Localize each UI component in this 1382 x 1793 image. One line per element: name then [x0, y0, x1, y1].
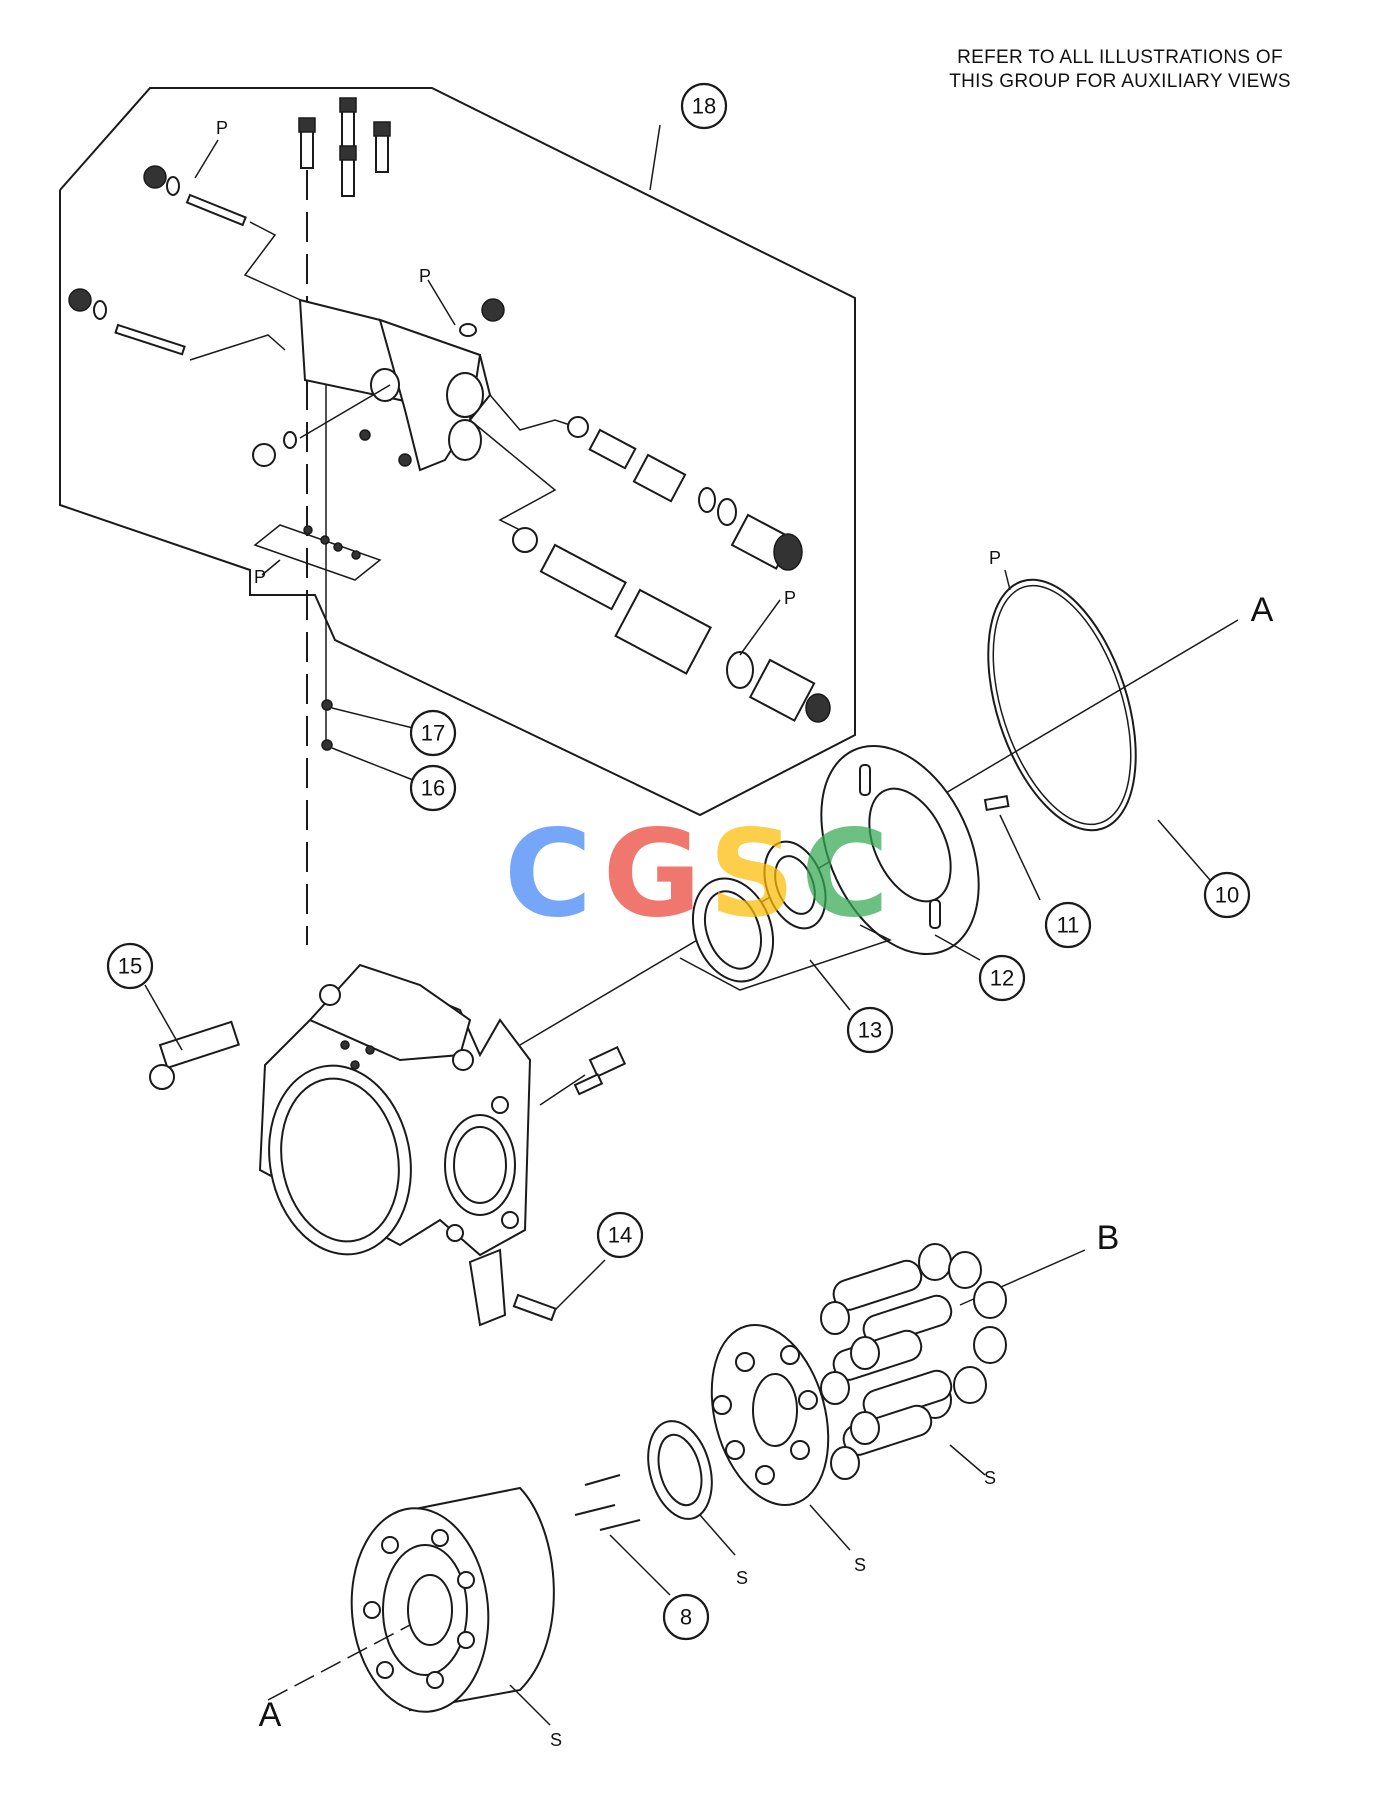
lower-spool-assembly	[469, 419, 831, 723]
retainer-plate	[710, 1324, 830, 1506]
leader-13	[809, 959, 851, 1011]
callout-13: 13	[846, 1006, 894, 1054]
upper-spool-assembly	[489, 394, 803, 571]
callout-18: 18	[680, 82, 728, 130]
svg-text:14: 14	[608, 1223, 632, 1248]
letter-s-1: S	[984, 1468, 996, 1488]
letter-p-1: P	[216, 118, 228, 138]
part-16	[321, 739, 333, 751]
cylinder-barrel	[350, 1486, 555, 1713]
letter-s-4: S	[550, 1730, 562, 1750]
letter-p-4: P	[784, 588, 796, 608]
callout-14: 14	[596, 1211, 644, 1259]
o-ring-p	[459, 323, 477, 337]
top-right-plug	[481, 298, 505, 322]
callout-11: 11	[1044, 901, 1092, 949]
bearing-box	[679, 924, 892, 991]
left-plug-assemblies	[68, 165, 306, 361]
leader-pistons	[949, 1444, 986, 1476]
note-line-1: REFER TO ALL ILLUSTRATIONS OF	[957, 47, 1283, 68]
auxiliary-views-note: REFER TO ALL ILLUSTRATIONS OF THIS GROUP…	[900, 46, 1340, 94]
pin-11	[983, 795, 1010, 812]
valve-body	[298, 298, 492, 472]
lower-left-plug	[252, 443, 276, 467]
gasket-plate	[253, 524, 382, 581]
svg-text:17: 17	[421, 721, 445, 746]
letter-s-2: S	[854, 1555, 866, 1575]
svg-text:11: 11	[1057, 913, 1080, 938]
callout-15: 15	[106, 942, 154, 990]
letter-s-3: S	[736, 1568, 748, 1588]
callout-17: 17	[409, 709, 457, 757]
svg-text:12: 12	[990, 966, 1014, 991]
svg-text:15: 15	[118, 954, 142, 979]
callout-10: 10	[1203, 871, 1251, 919]
bolt-15	[149, 1020, 241, 1090]
leader-10	[1157, 819, 1211, 881]
piston-cluster	[820, 1243, 1007, 1480]
bearing-13	[691, 840, 827, 983]
callout-16: 16	[409, 764, 457, 812]
svg-text:13: 13	[858, 1018, 882, 1043]
watermark-letter: G	[603, 806, 702, 945]
letter-p-5: P	[989, 548, 1001, 568]
bracket	[468, 1248, 507, 1327]
watermark-letter: C	[504, 806, 592, 945]
port-plate-12	[820, 745, 980, 955]
svg-text:16: 16	[421, 776, 445, 801]
seal-ring-10	[987, 578, 1137, 832]
leader-barrel	[509, 1684, 551, 1726]
cgsc-watermark: C G S C	[504, 806, 889, 945]
leader-15	[144, 984, 183, 1051]
bolt-14	[512, 1293, 557, 1322]
svg-text:18: 18	[692, 94, 716, 119]
leader-8	[609, 1534, 671, 1596]
valve-bolts	[298, 97, 391, 197]
note-line-2: THIS GROUP FOR AUXILIARY VIEWS	[949, 71, 1291, 92]
valve-group-boundary	[59, 87, 856, 817]
leader-plate	[809, 1504, 851, 1551]
part-17	[321, 699, 333, 711]
pins-8	[574, 1474, 641, 1531]
svg-text:10: 10	[1215, 883, 1239, 908]
leader-14	[554, 1259, 606, 1311]
watermark-letter: S	[709, 806, 795, 945]
callout-8: 8	[662, 1593, 710, 1641]
axis-label-b: B	[1097, 1219, 1120, 1257]
letter-p-3: P	[254, 567, 266, 587]
axis-label-a-bottom: A	[259, 1696, 282, 1734]
adjuster-stop	[588, 1045, 627, 1078]
callout-12: 12	[978, 954, 1026, 1002]
pump-housing	[258, 963, 532, 1257]
axis-label-a-top: A	[1251, 591, 1274, 629]
letter-p-2: P	[419, 266, 431, 286]
leader-12	[934, 934, 981, 961]
leader-18	[649, 124, 661, 191]
axis-a-lower	[267, 1624, 411, 1701]
svg-text:8: 8	[680, 1605, 692, 1630]
watermark-letter: C	[801, 806, 889, 945]
